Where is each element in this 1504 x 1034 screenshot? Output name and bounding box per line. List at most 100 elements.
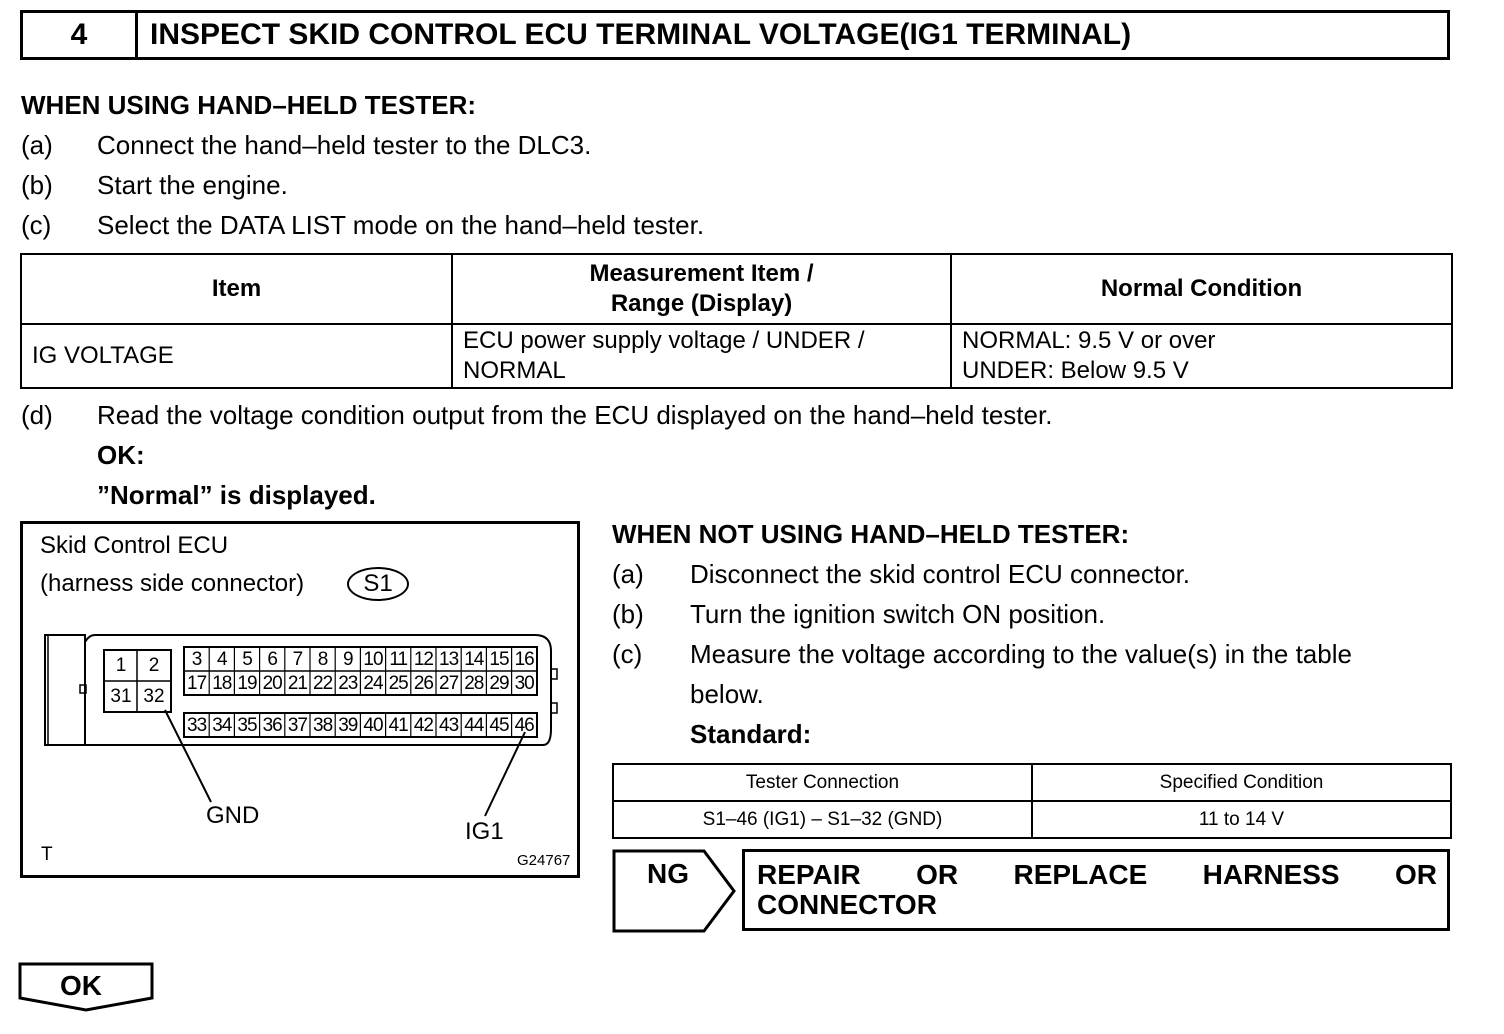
ng-label: NG: [647, 858, 689, 889]
pin: 5: [242, 649, 253, 670]
corner-mark: T: [41, 844, 53, 865]
pin: 41: [388, 715, 409, 736]
pin: 10: [363, 649, 383, 670]
measurement-line2: NORMAL: [463, 357, 566, 384]
step-label: (b): [612, 599, 644, 629]
step-label: (a): [612, 559, 644, 589]
figure-subtitle: (harness side connector): [40, 570, 305, 597]
table-header-row: Item Measurement Item / Range (Display) …: [20, 253, 1453, 325]
step-label: (d): [21, 400, 53, 430]
pin: 11: [389, 649, 408, 670]
connector-id-badge: S1: [347, 567, 409, 601]
figure-title: Skid Control ECU: [40, 532, 229, 559]
step-text: Disconnect the skid control ECU connecto…: [690, 559, 1191, 589]
step-text: Connect the hand–held tester to the DLC3…: [97, 130, 592, 160]
ng-result-box: REPAIR OR REPLACE HARNESS OR CONNECTOR: [742, 849, 1450, 931]
ig1-label: IG1: [465, 818, 504, 845]
header-measurement-line2: Range (Display): [610, 290, 793, 317]
pin: 26: [413, 673, 434, 694]
pin: 40: [363, 715, 383, 736]
cell-item: IG VOLTAGE: [20, 323, 453, 389]
pin: 31: [110, 686, 132, 707]
pin: 2: [148, 655, 160, 676]
pin: 9: [342, 649, 354, 670]
condition-line2: UNDER: Below 9.5 V: [962, 357, 1189, 384]
pin: 46: [514, 715, 535, 736]
condition-line1: NORMAL: 9.5 V or over: [962, 327, 1216, 354]
header-item: Item: [20, 253, 453, 325]
cell-tester-connection: S1–46 (IG1) – S1–32 (GND): [612, 800, 1033, 839]
step-title: INSPECT SKID CONTROL ECU TERMINAL VOLTAG…: [150, 18, 1132, 51]
pin: 38: [313, 715, 333, 736]
pin: 25: [388, 673, 409, 694]
not-hand-held-step-c-cont: below.: [690, 679, 764, 709]
table-row: S1–46 (IG1) – S1–32 (GND) 11 to 14 V: [612, 800, 1452, 839]
pin: 13: [439, 649, 459, 670]
pin: 35: [237, 715, 257, 736]
gnd-leader-line: [164, 709, 212, 803]
gnd-label: GND: [206, 802, 260, 829]
step-label: (c): [612, 639, 643, 669]
pin: 14: [464, 649, 484, 670]
header-normal-condition: Normal Condition: [950, 253, 1453, 325]
cell-condition: NORMAL: 9.5 V or over UNDER: Below 9.5 V: [950, 323, 1453, 389]
pin: 44: [464, 715, 484, 736]
pin: 20: [262, 673, 283, 694]
pin: 22: [313, 673, 333, 694]
ok-label: OK: [60, 970, 102, 1001]
step-text: Turn the ignition switch ON position.: [690, 599, 1106, 629]
ng-result-line2: CONNECTOR: [757, 889, 937, 920]
measurement-line1: ECU power supply voltage / UNDER /: [463, 327, 865, 354]
pin: 16: [514, 649, 535, 670]
pin: 28: [464, 673, 484, 694]
pin: 4: [216, 649, 228, 670]
pin: 33: [187, 715, 207, 736]
ng-result-line1: REPAIR OR REPLACE HARNESS OR: [757, 859, 1437, 890]
ng-arrow: [612, 849, 736, 933]
pin: 1: [115, 655, 127, 676]
header-measurement-line1: Measurement Item /: [589, 260, 814, 287]
step-text: Measure the voltage according to the val…: [690, 639, 1352, 669]
step-text: Start the engine.: [97, 170, 288, 200]
pin: 42: [413, 715, 434, 736]
table-row: IG VOLTAGE ECU power supply voltage / UN…: [20, 323, 1453, 389]
pin: 39: [338, 715, 358, 736]
pin: 17: [187, 673, 207, 694]
step-label: (c): [21, 210, 52, 240]
step-number: 4: [23, 13, 138, 57]
pin: 19: [237, 673, 257, 694]
cell-measurement: ECU power supply voltage / UNDER / NORMA…: [451, 323, 952, 389]
pin: 34: [212, 715, 232, 736]
pin: 27: [439, 673, 459, 694]
not-hand-held-heading: WHEN NOT USING HAND–HELD TESTER:: [612, 519, 1130, 549]
step-text: Read the voltage condition output from t…: [97, 400, 1053, 430]
header-measurement: Measurement Item / Range (Display): [451, 253, 952, 325]
pin: 37: [287, 715, 308, 736]
pin: 8: [317, 649, 329, 670]
pin: 3: [191, 649, 203, 670]
standard-label: Standard:: [690, 719, 812, 749]
pin: 7: [292, 649, 304, 670]
step-label: (a): [21, 130, 53, 160]
figure-code: G24767: [517, 852, 571, 869]
step-header: 4 INSPECT SKID CONTROL ECU TERMINAL VOLT…: [20, 10, 1450, 60]
cell-specified-condition: 11 to 14 V: [1031, 800, 1452, 839]
pin: 24: [363, 673, 383, 694]
pin: 30: [514, 673, 535, 694]
pin: 36: [262, 715, 283, 736]
standard-table: Tester Connection Specified Condition S1…: [612, 763, 1452, 839]
ok-criteria-text: ”Normal” is displayed.: [97, 480, 376, 510]
table-header-row: Tester Connection Specified Condition: [612, 763, 1452, 802]
pin: 18: [212, 673, 232, 694]
ok-criteria-label: OK:: [97, 440, 145, 470]
hand-held-heading: WHEN USING HAND–HELD TESTER:: [21, 90, 477, 120]
pin: 32: [143, 686, 165, 707]
ig1-leader-line: [484, 731, 526, 817]
pin: 23: [338, 673, 358, 694]
pin: 12: [413, 649, 434, 670]
connector-housing: [44, 634, 552, 746]
header-tester-connection: Tester Connection: [612, 763, 1033, 802]
pin: 6: [267, 649, 278, 670]
ok-arrow: [18, 962, 154, 1012]
header-specified-condition: Specified Condition: [1031, 763, 1452, 802]
